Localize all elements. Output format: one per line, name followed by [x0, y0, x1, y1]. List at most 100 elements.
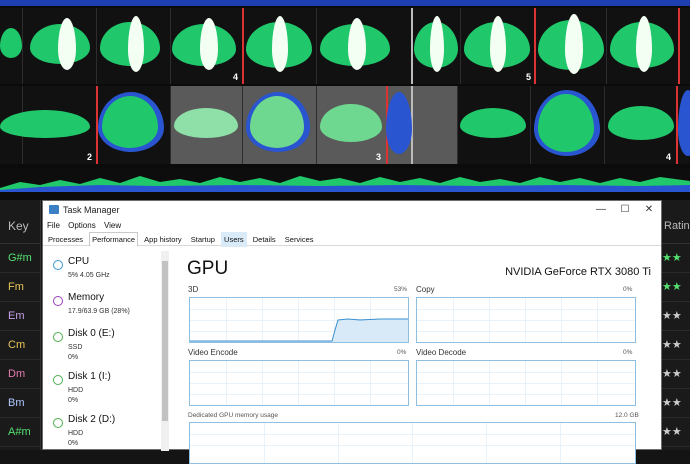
deck-a-waveform[interactable]: 4 5 [0, 8, 690, 84]
waveform-peak [0, 28, 22, 58]
bar-number: 3 [376, 152, 382, 162]
waveform-peak [250, 96, 304, 148]
bar-number: 4 [233, 72, 239, 82]
tab-services[interactable]: Services [284, 235, 314, 244]
waveform-peak [58, 18, 76, 70]
beat-line [460, 8, 461, 84]
rating-column-header[interactable]: Rating [662, 209, 690, 244]
rating-cell[interactable]: ★★ [662, 331, 690, 360]
key-cell: Fm [0, 273, 40, 302]
beat-line [170, 86, 171, 164]
rating-cell[interactable]: ★★ [662, 273, 690, 302]
waveform-peak [0, 110, 90, 138]
graph-label-video-decode[interactable]: Video Decode [416, 348, 467, 357]
graph-percent: 0% [623, 286, 633, 293]
rating-cell[interactable]: ★★ [662, 418, 690, 447]
waveform-peak [200, 18, 218, 70]
menu-bar: File Options View [43, 219, 661, 232]
key-column-header[interactable]: Key [0, 209, 40, 244]
beat-line [457, 86, 458, 164]
disk-indicator-icon [53, 375, 63, 385]
page-title: GPU [187, 258, 229, 279]
rating-cell[interactable]: ★★ [662, 302, 690, 331]
cue-marker [242, 8, 244, 84]
graph-video-decode [416, 360, 636, 406]
beat-line [606, 8, 607, 84]
beat-line [530, 86, 531, 164]
cue-marker [676, 86, 678, 164]
sidebar-item-name: Disk 2 (D:) [68, 414, 116, 425]
bar-number: 4 [666, 152, 672, 162]
cue-marker [534, 8, 536, 84]
tab-performance[interactable]: Performance [89, 232, 139, 247]
menu-file[interactable]: File [47, 221, 60, 230]
tab-details[interactable]: Details [252, 235, 276, 244]
graph-percent: 53% [394, 286, 408, 293]
sidebar-item-memory[interactable]: Memory 17.9/63.9 GB (28%) [43, 289, 161, 325]
sidebar-item-detail: SSD [68, 344, 83, 351]
graph-percent: 0% [397, 349, 407, 356]
graph-3d [189, 297, 409, 343]
tracklist-key-column: Key G#m Fm Em Cm Dm Bm A#m [0, 200, 41, 450]
sidebar-item-detail: 0% [68, 397, 79, 404]
maximize-button[interactable]: ☐ [620, 204, 630, 215]
3d-usage-line [190, 318, 408, 342]
menu-view[interactable]: View [103, 221, 122, 230]
beat-line [604, 86, 605, 164]
deck-b-waveform[interactable]: 2 3 4 [0, 86, 690, 164]
cue-marker [678, 8, 680, 84]
tab-app-history[interactable]: App history [144, 235, 182, 244]
waveform-peak [608, 106, 674, 140]
bar-line [411, 8, 413, 84]
sidebar-item-disk-1[interactable]: Disk 1 (I:) HDD 0% [43, 368, 161, 411]
sidebar-item-disk-0[interactable]: Disk 0 (E:) SSD 0% [43, 325, 161, 368]
cpu-indicator-icon [53, 260, 63, 270]
sidebar-item-cpu[interactable]: CPU 5% 4.05 GHz [43, 253, 161, 289]
track-overview-waveform[interactable] [0, 168, 690, 192]
beat-line [22, 8, 23, 84]
graph-label-video-encode[interactable]: Video Encode [188, 348, 238, 357]
graph-copy [416, 297, 636, 343]
graph-video-encode [189, 360, 409, 406]
beat-line [316, 86, 317, 164]
bar-number: 5 [526, 72, 532, 82]
menu-options[interactable]: Options [68, 221, 96, 230]
scrollbar-thumb[interactable] [162, 261, 168, 421]
graph-label-3d[interactable]: 3D [188, 285, 199, 294]
sidebar-scrollbar[interactable] [161, 251, 169, 451]
dedicated-memory-max: 12.0 GB [615, 412, 639, 419]
disk-indicator-icon [53, 418, 63, 428]
waveform-peak [490, 16, 506, 72]
beat-line [96, 8, 97, 84]
minimize-button[interactable]: — [596, 204, 606, 215]
waveform-peak [538, 94, 594, 152]
key-cell: A#m [0, 418, 40, 447]
title-bar[interactable]: Task Manager — ☐ ✕ [43, 201, 661, 219]
memory-indicator-icon [53, 296, 63, 306]
beat-line [242, 86, 243, 164]
tab-processes[interactable]: Processes [48, 235, 84, 244]
overview-waveform-shape [0, 176, 690, 192]
task-manager-window[interactable]: Task Manager — ☐ ✕ File Options View Pro… [42, 200, 662, 464]
waveform-peak [128, 16, 144, 72]
task-manager-icon [49, 205, 59, 214]
tab-users[interactable]: Users [221, 232, 247, 247]
rating-cell[interactable]: ★★ [662, 360, 690, 389]
close-button[interactable]: ✕ [644, 204, 654, 215]
waveform-area[interactable]: 4 5 2 3 4 [0, 0, 690, 200]
disk-indicator-icon [53, 332, 63, 342]
key-cell: G#m [0, 244, 40, 273]
sidebar-item-disk-2[interactable]: Disk 2 (D:) HDD 0% [43, 411, 161, 454]
sidebar-item-detail: 17.9/63.9 GB (28%) [68, 308, 130, 315]
waveform-peak [565, 14, 583, 74]
sidebar-item-detail: HDD [68, 430, 84, 437]
bar-number: 2 [87, 152, 93, 162]
rating-cell[interactable]: ★★ [662, 389, 690, 418]
waveform-peak [460, 108, 526, 138]
gpu-panel: GPU NVIDIA GeForce RTX 3080 Ti 3D 53% Co… [183, 246, 651, 464]
bar-line [411, 86, 413, 164]
rating-cell[interactable]: ★★ [662, 244, 690, 273]
tab-startup[interactable]: Startup [190, 235, 215, 244]
graph-label-copy[interactable]: Copy [416, 285, 435, 294]
sidebar-item-detail: 5% 4.05 GHz [68, 272, 110, 279]
